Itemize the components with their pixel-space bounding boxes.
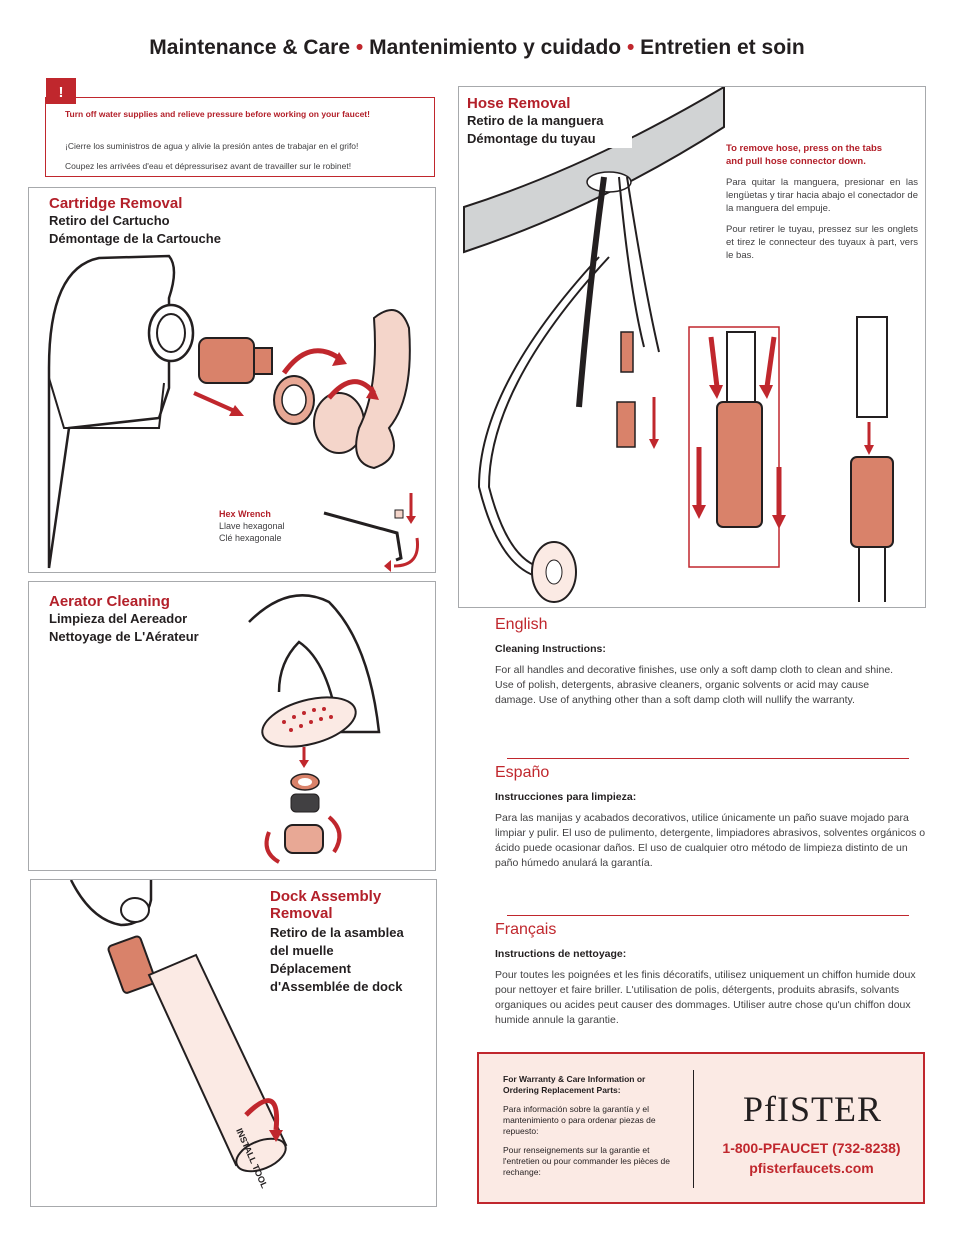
warning-icon: !: [46, 78, 76, 104]
french-heading: Français: [495, 921, 557, 938]
warning-box: Turn off water supplies and relieve pres…: [45, 97, 435, 177]
svg-text:!: !: [59, 84, 64, 101]
hose-instr-en-line2: and pull hose connector down.: [726, 156, 866, 167]
spanish-text: Para las manijas y acabados decorativos,…: [495, 812, 926, 869]
dock-fr-line1: Déplacement: [270, 961, 351, 976]
cartridge-part: [198, 337, 273, 384]
aerator-title: Aerator Cleaning: [49, 593, 170, 610]
cartridge-panel: Cartridge Removal Retiro del Cartucho Dé…: [28, 187, 436, 573]
aerator-holes: [282, 707, 333, 732]
warranty-fr: Pour renseignements sur la garantie et l…: [503, 1145, 670, 1177]
english-subheading: Cleaning Instructions:: [495, 643, 606, 655]
wrench-label-fr: Clé hexagonale: [219, 533, 282, 543]
cartridge-illustration: [47, 254, 420, 572]
french-subheading: Instructions de nettoyage:: [495, 948, 627, 960]
warranty-divider: [693, 1070, 694, 1188]
warranty-en: For Warranty & Care Information or Order…: [503, 1074, 646, 1095]
title-en: Maintenance & Care: [149, 36, 351, 59]
title-fr: Entretien et soin: [640, 36, 805, 59]
spanish-heading: Españo: [495, 764, 550, 781]
warranty-es: Para información sobre la garantía y el …: [503, 1104, 656, 1136]
english-section: English Cleaning Instructions: For all h…: [495, 616, 925, 708]
warranty-panel: For Warranty & Care Information or Order…: [477, 1052, 925, 1204]
pfister-logo: PfISTER: [743, 1089, 883, 1129]
cartridge-fr: Démontage de la Cartouche: [49, 231, 221, 246]
page-title: Maintenance & Care • Mantenimiento y cui…: [0, 36, 954, 60]
hose-instr-es: Para quitar la manguera, presionar en la…: [726, 177, 918, 214]
spanish-subheading: Instrucciones para limpieza:: [495, 791, 637, 803]
warning-en: Turn off water supplies and relieve pres…: [65, 109, 370, 119]
hose-instr-en-line1: To remove hose, press on the tabs: [726, 143, 883, 154]
warranty-phone[interactable]: 1-800-PFAUCET (732-8238): [722, 1140, 901, 1156]
hose-illustration: [463, 87, 894, 603]
aerator-es: Limpieza del Aereador: [49, 611, 188, 626]
wrench-label-en: Hex Wrench: [219, 509, 271, 519]
divider: [507, 915, 909, 916]
warning-es: ¡Cierre los suministros de agua y alivie…: [65, 141, 359, 151]
hose-panel: Hose Removal Retiro de la manguera Démon…: [458, 86, 926, 608]
dock-panel: Dock Assembly Removal Retiro de la asamb…: [30, 879, 437, 1207]
spanish-section: Españo Instrucciones para limpieza: Para…: [495, 764, 930, 871]
french-text: Pour toutes les poignées et les finis dé…: [495, 969, 916, 1026]
warranty-website-link[interactable]: pfisterfaucets.com: [749, 1160, 874, 1176]
title-bullet: •: [355, 36, 364, 59]
dock-es-line2: del muelle: [270, 943, 334, 958]
dock-title-line1: Dock Assembly: [270, 888, 382, 905]
title-es: Mantenimiento y cuidado: [369, 36, 622, 59]
aerator-fr: Nettoyage de L'Aérateur: [49, 629, 199, 644]
warning-fr: Coupez les arrivées d'eau et dépressuris…: [65, 161, 352, 171]
hose-fr: Démontage du tuyau: [467, 131, 596, 146]
hose-es: Retiro de la manguera: [467, 113, 604, 128]
dock-fr-line2: d'Assemblée de dock: [270, 979, 403, 994]
dock-es-line1: Retiro de la asamblea: [270, 925, 404, 940]
title-bullet: •: [626, 36, 635, 59]
french-section: Français Instructions de nettoyage: Pour…: [495, 921, 925, 1028]
dock-title-line2: Removal: [270, 905, 333, 922]
aerator-panel: Aerator Cleaning Limpieza del Aereador N…: [28, 581, 436, 871]
dock-illustration: INSTALL TOOL: [69, 880, 288, 1190]
english-heading: English: [495, 616, 548, 633]
hose-instr-fr: Pour retirer le tuyau, pressez sur les o…: [726, 224, 918, 261]
english-text: For all handles and decorative finishes,…: [495, 664, 894, 706]
cartridge-title: Cartridge Removal: [49, 195, 183, 212]
wrench-label-es: Llave hexagonal: [219, 521, 285, 531]
hose-title: Hose Removal: [467, 95, 571, 112]
divider: [507, 758, 909, 759]
cartridge-es: Retiro del Cartucho: [49, 213, 170, 228]
aerator-illustration: [248, 594, 381, 864]
